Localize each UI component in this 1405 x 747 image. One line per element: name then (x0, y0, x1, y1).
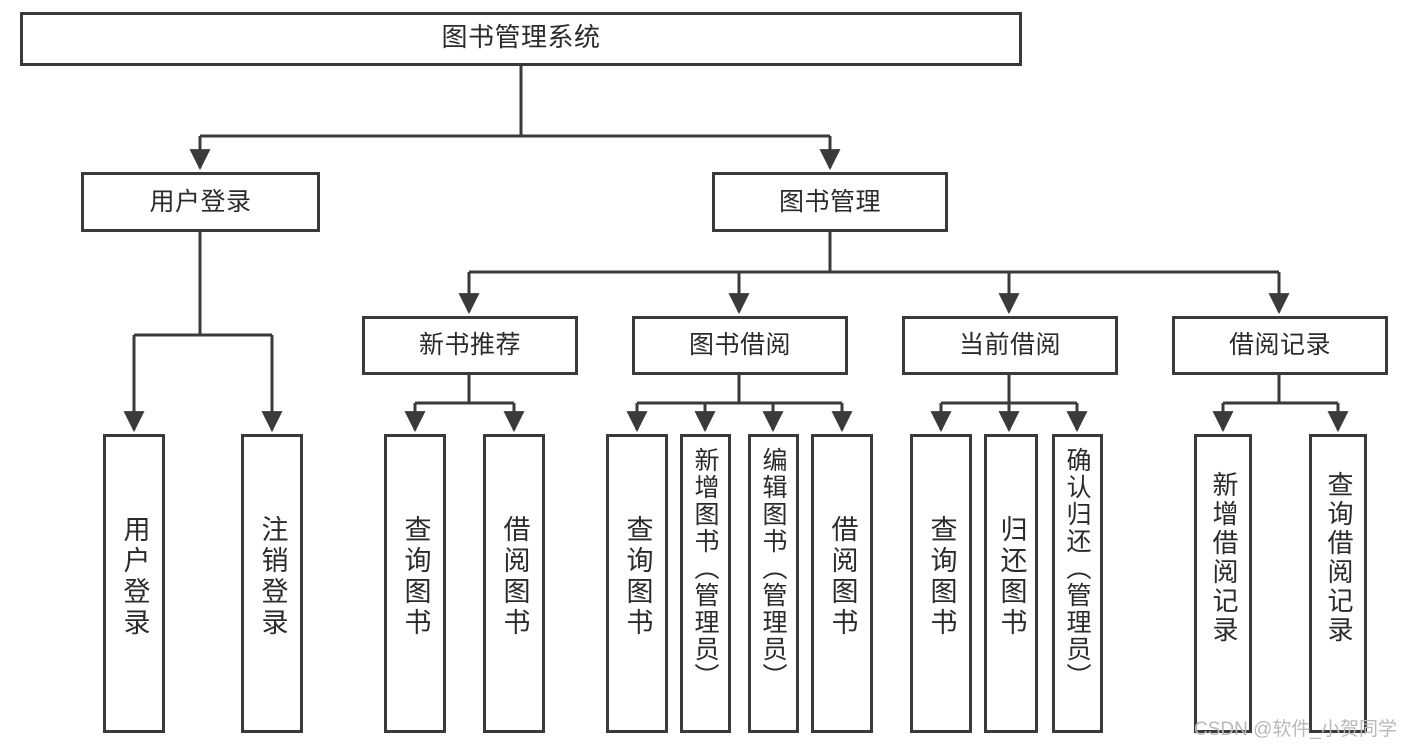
leaf-query-record-label: 查询借阅记录 (1323, 471, 1353, 645)
node-current-borrow-label: 当前借阅 (958, 330, 1061, 360)
leaf-logout-login[interactable]: 注销登录 (241, 434, 303, 733)
node-borrow-record-label: 借阅记录 (1228, 330, 1331, 360)
leaf-return-book[interactable]: 归还图书 (984, 434, 1038, 733)
leaf-add-book-label: 新增图书（管理员） (691, 447, 720, 690)
node-book-manage-label: 图书管理 (778, 186, 881, 216)
leaf-query-book-2-label: 查询图书 (621, 515, 653, 639)
node-new-book-recommend-label: 新书推荐 (418, 330, 521, 360)
node-book-borrow[interactable]: 图书借阅 (632, 316, 848, 375)
node-user-login-label: 用户登录 (149, 186, 252, 216)
leaf-confirm-return-label: 确认归还（管理员） (1063, 447, 1092, 690)
leaf-query-book-2[interactable]: 查询图书 (606, 434, 668, 733)
node-book-manage[interactable]: 图书管理 (712, 172, 948, 232)
node-root-label: 图书管理系统 (441, 23, 601, 54)
leaf-edit-book[interactable]: 编辑图书（管理员） (748, 434, 799, 733)
leaf-return-book-label: 归还图书 (995, 515, 1027, 639)
leaf-query-book-3-label: 查询图书 (925, 515, 957, 639)
leaf-user-login-label: 用户登录 (118, 515, 150, 639)
leaf-query-book-1[interactable]: 查询图书 (384, 434, 446, 733)
leaf-borrow-book-1-label: 借阅图书 (498, 515, 530, 639)
leaf-edit-book-label: 编辑图书（管理员） (759, 447, 788, 690)
leaf-query-book-3[interactable]: 查询图书 (910, 434, 972, 733)
node-user-login[interactable]: 用户登录 (81, 172, 320, 232)
leaf-add-record[interactable]: 新增借阅记录 (1194, 434, 1252, 733)
leaf-confirm-return[interactable]: 确认归还（管理员） (1052, 434, 1103, 733)
node-new-book-recommend[interactable]: 新书推荐 (362, 316, 578, 375)
leaf-logout-login-label: 注销登录 (256, 515, 288, 639)
watermark: CSDN @软件_小贺同学 (1194, 719, 1397, 740)
node-current-borrow[interactable]: 当前借阅 (902, 316, 1118, 375)
leaf-query-record[interactable]: 查询借阅记录 (1309, 434, 1367, 733)
node-book-borrow-label: 图书借阅 (688, 330, 791, 360)
leaf-borrow-book-2[interactable]: 借阅图书 (811, 434, 873, 733)
node-borrow-record[interactable]: 借阅记录 (1172, 316, 1388, 375)
leaf-user-login[interactable]: 用户登录 (103, 434, 165, 733)
leaf-borrow-book-1[interactable]: 借阅图书 (483, 434, 545, 733)
leaf-add-book[interactable]: 新增图书（管理员） (680, 434, 731, 733)
leaf-query-book-1-label: 查询图书 (399, 515, 431, 639)
leaf-add-record-label: 新增借阅记录 (1208, 471, 1238, 645)
node-root[interactable]: 图书管理系统 (20, 12, 1022, 66)
leaf-borrow-book-2-label: 借阅图书 (826, 515, 858, 639)
